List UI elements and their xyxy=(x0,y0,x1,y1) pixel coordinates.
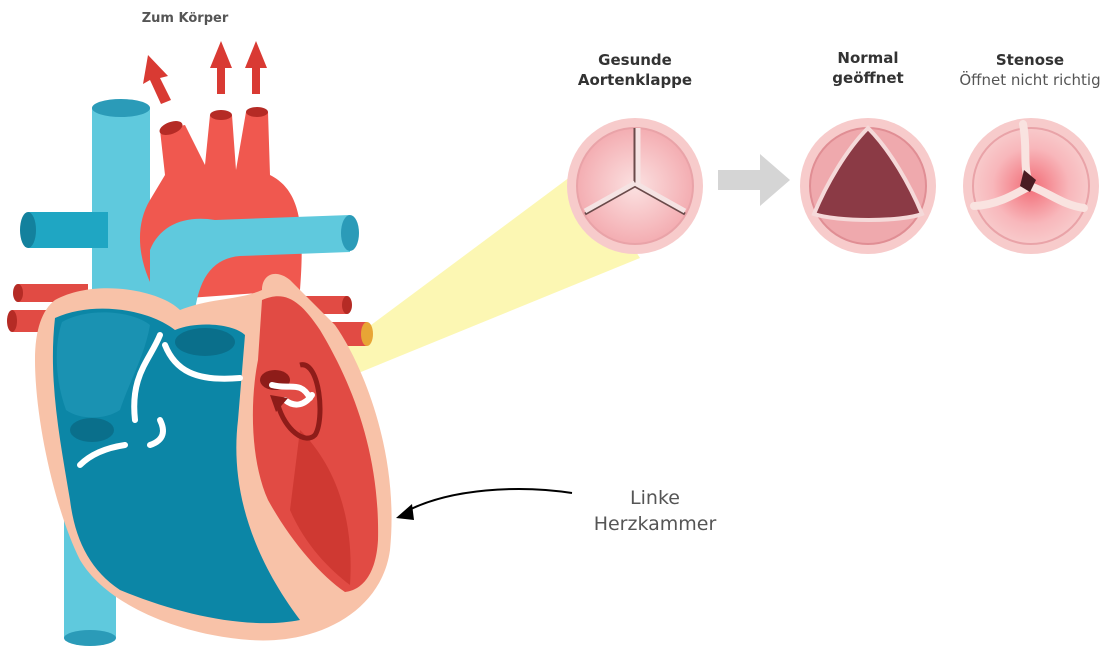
body-flow-arrows xyxy=(143,41,267,104)
label-healthy-valve: Gesunde Aortenklappe xyxy=(560,50,710,91)
transition-arrow xyxy=(718,154,790,206)
label-linke-herzkammer: Linke Herzkammer xyxy=(575,486,735,537)
open-valve xyxy=(800,118,936,254)
label-normal-open: Normal geöffnet xyxy=(808,48,928,89)
label-zum-koerper: Zum Körper xyxy=(130,10,240,28)
label-stenosis: Stenose Öffnet nicht richtig xyxy=(950,50,1107,91)
healthy-valve xyxy=(567,118,703,254)
pointer-arrow xyxy=(405,489,572,512)
stenosis-valve xyxy=(963,118,1099,254)
